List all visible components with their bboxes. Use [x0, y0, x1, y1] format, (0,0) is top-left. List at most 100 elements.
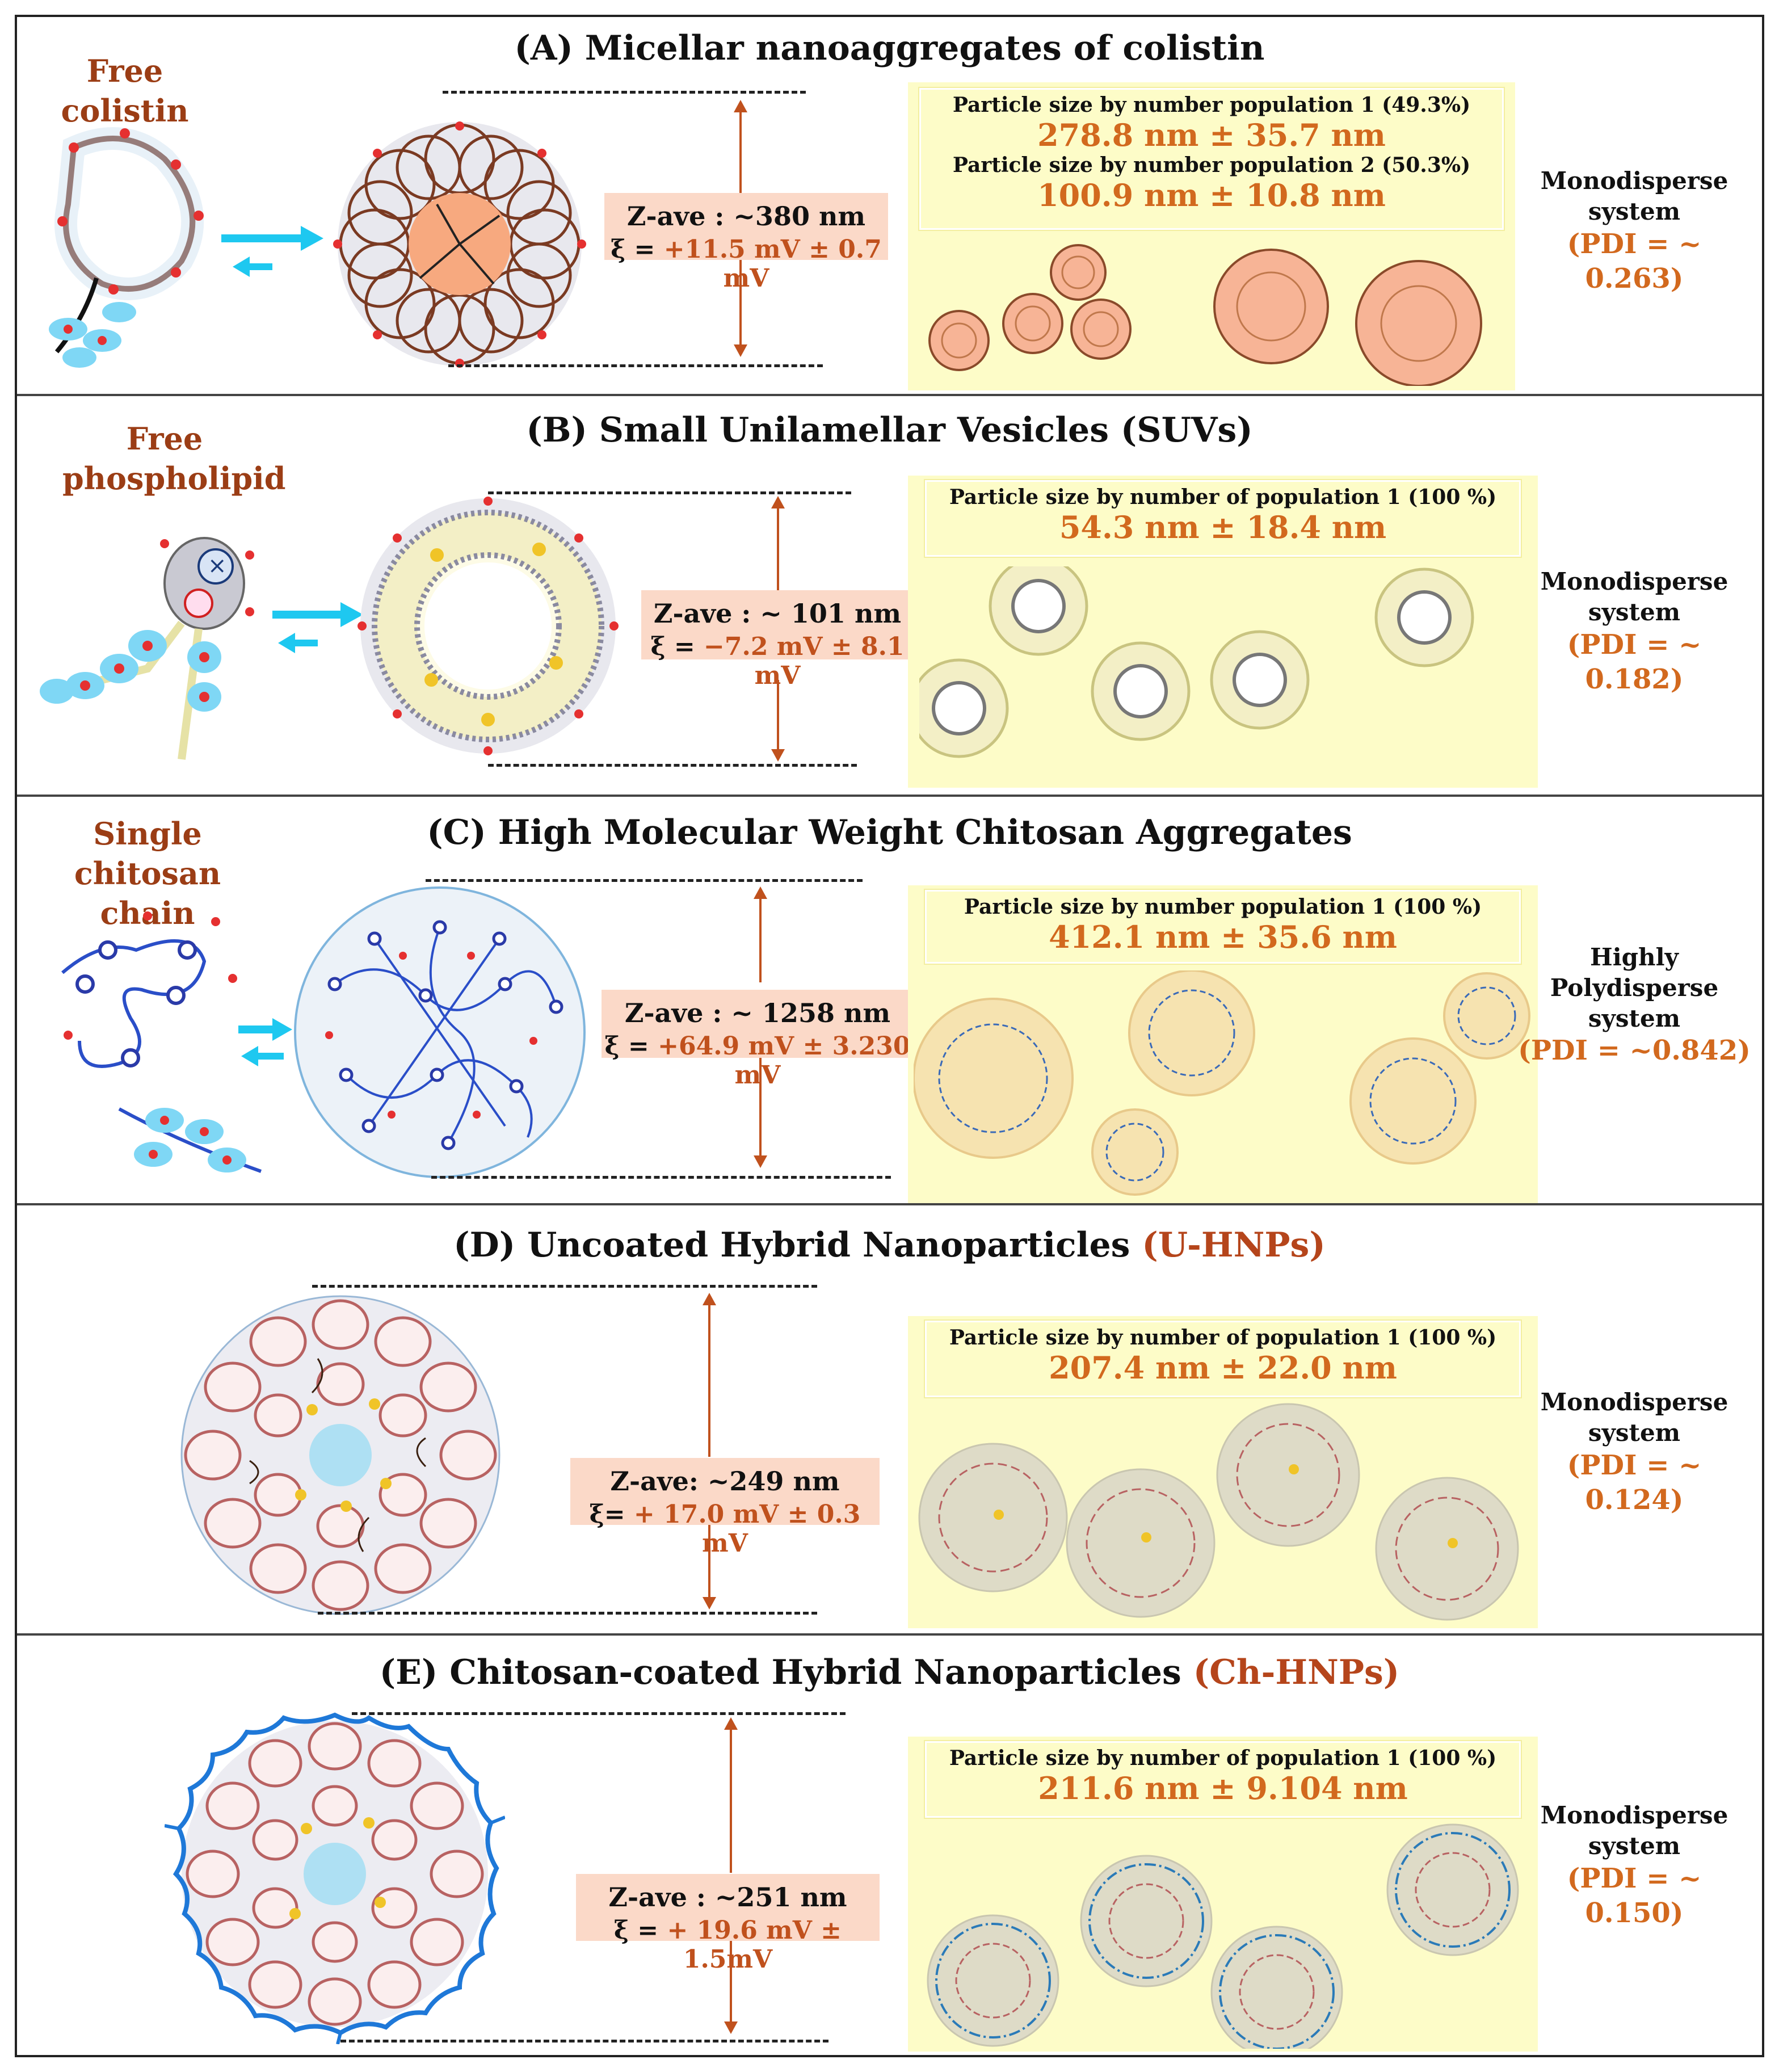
size-top-line-a — [443, 91, 806, 94]
size-top-line-d — [312, 1285, 817, 1288]
dispersity-label-a: Monodisperse system — [1540, 167, 1728, 225]
size-label-a2: Particle size by number population 2 (50… — [952, 153, 1471, 177]
size-label-a1: Particle size by number population 1 (49… — [952, 93, 1471, 117]
coated-hnp-population-illustration — [927, 1823, 1519, 2049]
equilibrium-arrows-c — [238, 1018, 292, 1066]
dispersity-a: Monodisperse system (PDI = ~ 0.263) — [1515, 166, 1753, 296]
panel-c-title: (C) High Molecular Weight Chitosan Aggre… — [427, 813, 1352, 852]
size-value-e1: 211.6 nm ± 9.104 nm — [1038, 1770, 1408, 1806]
free-colistin-illustration — [49, 127, 204, 368]
size-box-c: Particle size by number population 1 (10… — [924, 889, 1522, 965]
pdi-value-d: (PDI = ~ 0.124) — [1567, 1449, 1702, 1516]
chitosan-coated-hnp-illustration — [165, 1712, 505, 2044]
vesicle-illustration — [358, 497, 619, 755]
size-value-a2: 100.9 nm ± 10.8 nm — [1037, 177, 1386, 213]
size-arrow-up-c — [754, 886, 767, 982]
panel-d: (D) Uncoated Hybrid Nanoparticles (U-HNP… — [17, 1205, 1762, 1636]
dispersity-label-b: Monodisperse system — [1540, 568, 1728, 626]
size-panel-e: Particle size by number of population 1 … — [908, 1737, 1538, 2052]
size-box-e: Particle size by number of population 1 … — [924, 1740, 1522, 1819]
zave-value-e: Z-ave : ~251 nm — [608, 1882, 847, 1913]
zave-box-d: Z-ave: ~249 nm ξ= + 17.0 mV ± 0.3 mV — [570, 1458, 880, 1558]
panel-d-title: (D) Uncoated Hybrid Nanoparticles (U-HNP… — [453, 1225, 1326, 1265]
size-value-c1: 412.1 nm ± 35.6 nm — [1049, 919, 1397, 955]
zeta-potential-a: ξ = +11.5 mV ± 0.7 mV — [611, 235, 882, 293]
panel-c: (C) High Molecular Weight Chitosan Aggre… — [17, 797, 1762, 1205]
size-bottom-line-e — [340, 2040, 828, 2042]
size-bottom-line-d — [318, 1612, 817, 1615]
pdi-value-e: (PDI = ~ 0.150) — [1567, 1862, 1702, 1929]
size-arrow-up-a — [734, 100, 747, 193]
size-arrow-down-a — [734, 255, 747, 357]
size-label-b1: Particle size by number of population 1 … — [949, 485, 1497, 509]
free-phospholipid-label: Free phospholipid — [62, 421, 286, 497]
svg-text:×: × — [208, 553, 227, 579]
figure-frame — [15, 15, 1764, 2057]
size-arrow-down-b — [771, 680, 785, 762]
size-arrow-down-c — [754, 1052, 767, 1168]
pdi-value-c: (PDI = ~0.842) — [1518, 1035, 1751, 1067]
dispersity-c: Highly Polydisperse system (PDI = ~0.842… — [1515, 942, 1753, 1069]
zeta-potential-e: ξ = + 19.6 mV ± 1.5mV — [613, 1916, 842, 1974]
panel-e: (E) Chitosan-coated Hybrid Nanoparticles… — [17, 1636, 1762, 2055]
panel-b-title: (B) Small Unilamellar Vesicles (SUVs) — [526, 410, 1253, 450]
size-bottom-line-a — [448, 364, 823, 367]
panel-a-title: (A) Micellar nanoaggregates of colistin — [514, 28, 1265, 68]
pdi-value-b: (PDI = ~ 0.182) — [1567, 628, 1702, 695]
free-colistin-label: Free colistin — [61, 53, 189, 129]
size-label-c1: Particle size by number population 1 (10… — [964, 895, 1482, 919]
dispersity-e: Monodisperse system (PDI = ~ 0.150) — [1515, 1800, 1753, 1931]
zave-box-a: Z-ave : ~380 nm ξ = +11.5 mV ± 0.7 mV — [604, 193, 888, 293]
size-bottom-line-c — [431, 1176, 891, 1179]
size-value-a1: 278.8 nm ± 35.7 nm — [1037, 117, 1386, 153]
size-top-line-e — [352, 1712, 846, 1715]
size-panel-b: Particle size by number of population 1 … — [908, 476, 1538, 788]
vesicle-population-illustration — [919, 566, 1474, 758]
zeta-potential-b: ξ = −7.2 mV ± 8.1 mV — [650, 632, 905, 690]
dispersity-label-e: Monodisperse system — [1540, 1801, 1728, 1860]
size-bottom-line-b — [488, 764, 857, 767]
size-top-line-c — [426, 879, 863, 882]
size-panel-c: Particle size by number population 1 (10… — [908, 885, 1538, 1203]
size-panel-d: Particle size by number of population 1 … — [908, 1316, 1538, 1628]
size-top-line-b — [488, 491, 851, 494]
zave-box-b: Z-ave : ~ 101 nm ξ = −7.2 mV ± 8.1 mV — [641, 590, 914, 690]
size-arrow-down-e — [724, 1930, 738, 2034]
size-box-b: Particle size by number of population 1 … — [924, 479, 1522, 558]
chitosan-chain-illustration — [61, 911, 262, 1173]
equilibrium-arrows-a — [221, 226, 323, 277]
uncoated-hnp-population-illustration — [918, 1403, 1519, 1621]
size-value-d1: 207.4 nm ± 22.0 nm — [1049, 1350, 1397, 1386]
uncoated-hnp-illustration — [180, 1295, 501, 1615]
size-arrow-down-d — [703, 1512, 716, 1609]
panel-b: (B) Small Unilamellar Vesicles (SUVs) Fr… — [17, 396, 1762, 797]
chitosan-aggregate-illustration — [294, 886, 586, 1178]
zeta-potential-d: ξ= + 17.0 mV ± 0.3 mV — [589, 1500, 861, 1558]
dispersity-label-d: Monodisperse system — [1540, 1388, 1728, 1447]
equilibrium-arrows-b — [272, 602, 363, 653]
size-arrow-up-b — [771, 496, 785, 620]
zave-box-c: Z-ave : ~ 1258 nm ξ = +64.9 mV ± 3.230 m… — [602, 990, 914, 1090]
zave-value-c: Z-ave : ~ 1258 nm — [624, 998, 891, 1028]
size-label-d1: Particle size by number of population 1 … — [949, 1326, 1497, 1350]
panel-e-title: (E) Chitosan-coated Hybrid Nanoparticles… — [379, 1653, 1400, 1692]
size-box-d: Particle size by number of population 1 … — [924, 1319, 1522, 1398]
dispersity-label-c: Highly Polydisperse system — [1550, 943, 1719, 1032]
micelle-population-illustration — [928, 244, 1482, 386]
zave-value-d: Z-ave: ~249 nm — [610, 1466, 840, 1497]
dispersity-b: Monodisperse system (PDI = ~ 0.182) — [1515, 566, 1753, 697]
free-phospholipid-illustration: × — [40, 537, 254, 760]
size-arrow-up-e — [724, 1717, 738, 1873]
zave-box-e: Z-ave : ~251 nm ξ = + 19.6 mV ± 1.5mV — [576, 1874, 880, 1974]
size-arrow-up-d — [703, 1293, 716, 1457]
dispersity-d: Monodisperse system (PDI = ~ 0.124) — [1515, 1387, 1753, 1518]
panel-a: (A) Micellar nanoaggregates of colistin … — [17, 17, 1762, 396]
chitosan-population-illustration — [914, 970, 1530, 1196]
size-value-b1: 54.3 nm ± 18.4 nm — [1059, 509, 1387, 545]
zave-value-b: Z-ave : ~ 101 nm — [653, 598, 902, 629]
pdi-value-a: (PDI = ~ 0.263) — [1567, 228, 1702, 295]
zeta-potential-c: ξ = +64.9 mV ± 3.230 mV — [604, 1032, 911, 1090]
zave-value-a: Z-ave : ~380 nm — [626, 201, 866, 232]
micelle-illustration — [333, 121, 586, 368]
size-box-a: Particle size by number population 1 (49… — [918, 87, 1505, 231]
